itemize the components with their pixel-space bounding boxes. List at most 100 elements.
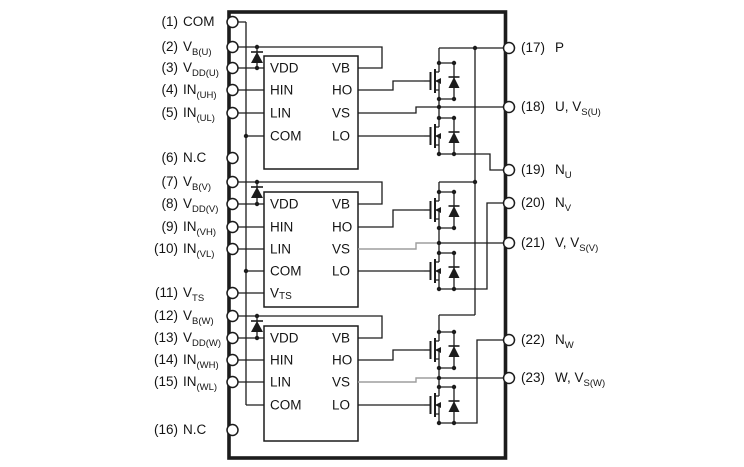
- pin-terminal-14: [226, 353, 239, 367]
- n-w-wire: [454, 339, 504, 424]
- driver-pin-label-vts: VTS: [270, 286, 292, 303]
- mosfet-u-low: [423, 114, 461, 158]
- driver-block-v: [263, 191, 359, 308]
- pin-terminal-22: [502, 333, 516, 347]
- pin-terminal-7: [226, 175, 239, 189]
- vs-sense-wires-gray: [358, 242, 439, 383]
- pin-17-label: (17)P: [521, 40, 565, 55]
- driver-pin-label: VS: [332, 375, 350, 390]
- pin-12-label: (12)VB(W): [153, 308, 214, 327]
- driver-pin-label: LO: [332, 264, 350, 279]
- mosfet-u-high: [423, 59, 461, 103]
- pin-terminals: [226, 15, 516, 437]
- driver-pin-label: COM: [270, 129, 302, 144]
- junction-dots: [243, 44, 478, 381]
- pin-13-label: (13)VDD(W): [153, 330, 222, 349]
- pin-terminal-10: [226, 242, 239, 256]
- driver-pin-label: VB: [332, 197, 350, 212]
- pin-8-label: (8)VDD(V): [161, 196, 219, 215]
- bootstrap-diode-v: [250, 181, 264, 204]
- pin-5-label: (5)IN(UL): [161, 105, 215, 124]
- pin-9-label: (9)IN(VH): [161, 219, 217, 238]
- bootstrap-diode-u: [250, 46, 264, 69]
- driver-block-w: [263, 325, 359, 442]
- pin-2-label: (2)VB(U): [161, 39, 212, 58]
- vs-v-wire: [358, 242, 439, 250]
- pin-terminal-23: [502, 371, 516, 385]
- driver-pin-label: HIN: [270, 83, 293, 98]
- pin-terminal-17: [502, 41, 516, 55]
- driver-pin-label: COM: [270, 398, 302, 413]
- pin-23-label: (23)W, VS(W): [521, 370, 606, 389]
- n-u-wire: [454, 153, 504, 171]
- w-input-wires: [238, 337, 264, 383]
- vs-u-wire: [358, 106, 439, 114]
- vb-v-wire: [238, 181, 383, 205]
- driver-pin-label: VS: [332, 106, 350, 121]
- bootstrap-diode-w: [250, 315, 264, 338]
- n-v-wire: [454, 202, 504, 290]
- pin-terminal-11: [226, 286, 239, 300]
- vts-sub: TS: [279, 291, 292, 302]
- mosfet-v-low: [423, 249, 461, 293]
- pin-terminal-18: [502, 100, 516, 114]
- power-wires: [438, 47, 504, 424]
- driver-pin-label: VS: [332, 242, 350, 257]
- pin-terminal-5: [226, 106, 239, 120]
- pin-terminal-19: [502, 163, 516, 177]
- v-input-wires: [238, 203, 264, 294]
- left-pin-wires: [238, 21, 383, 406]
- vts-base: V: [270, 286, 279, 301]
- module-outline: [227, 10, 508, 460]
- pin-15-label: (15)IN(WL): [153, 374, 218, 393]
- pin-terminal-1: [226, 15, 239, 29]
- driver-pin-label: VDD: [270, 197, 299, 212]
- driver-pin-label: HO: [332, 353, 352, 368]
- ho-v-wire: [358, 209, 424, 228]
- pin-terminal-3: [226, 61, 239, 75]
- pin-terminal-8: [226, 197, 239, 211]
- u-input-wires: [238, 67, 264, 114]
- pin-terminal-12: [226, 309, 239, 323]
- vb-w-wire: [238, 315, 383, 339]
- ho-u-wire: [358, 80, 424, 91]
- driver-pin-label: HIN: [270, 220, 293, 235]
- vs-w-wire: [358, 377, 439, 383]
- driver-pin-label: COM: [270, 264, 302, 279]
- driver-pin-label: LO: [332, 129, 350, 144]
- pin-6-label: (6)N.C: [161, 150, 207, 165]
- mosfet-v-high: [423, 188, 461, 232]
- pin-10-label: (10)IN(VL): [153, 241, 215, 260]
- pin-21-label: (21)V, VS(V): [521, 235, 599, 254]
- mosfet-w-high: [423, 328, 461, 372]
- pin-14-label: (14)IN(WH): [153, 352, 219, 371]
- pin-terminal-4: [226, 83, 239, 97]
- pin-terminal-13: [226, 331, 239, 345]
- driver-pin-label: HIN: [270, 353, 293, 368]
- pin-16-label: (16)N.C: [153, 422, 207, 437]
- pin-terminal-2: [226, 40, 239, 54]
- driver-pin-label: LIN: [270, 242, 291, 257]
- driver-pin-label: HO: [332, 220, 352, 235]
- driver-w-labels: VDD HIN LIN COM VB HO VS LO: [270, 331, 352, 413]
- driver-u-labels: VDD HIN LIN COM VB HO VS LO: [270, 61, 352, 144]
- pin-terminal-6: [226, 151, 239, 165]
- driver-pin-label: LIN: [270, 106, 291, 121]
- pin-terminal-16: [226, 423, 239, 437]
- pin-4-label: (4)IN(UH): [161, 82, 217, 101]
- pin-19-label: (19)NU: [521, 162, 572, 181]
- pin-11-label: (11)VTS: [154, 285, 205, 304]
- pin-terminal-9: [226, 220, 239, 234]
- driver-block-u: [263, 55, 359, 170]
- pin-terminal-21: [502, 236, 516, 250]
- pin-7-label: (7)VB(V): [161, 174, 212, 193]
- driver-pin-label: VDD: [270, 331, 299, 346]
- pin-22-label: (22)NW: [521, 332, 574, 351]
- driver-pin-label: VB: [332, 61, 350, 76]
- ho-w-wire: [358, 349, 424, 361]
- pin-18-label: (18)U, VS(U): [521, 99, 601, 118]
- pin-20-label: (20)NV: [521, 195, 572, 214]
- mosfet-w-low: [423, 383, 461, 427]
- driver-pin-label: LO: [332, 398, 350, 413]
